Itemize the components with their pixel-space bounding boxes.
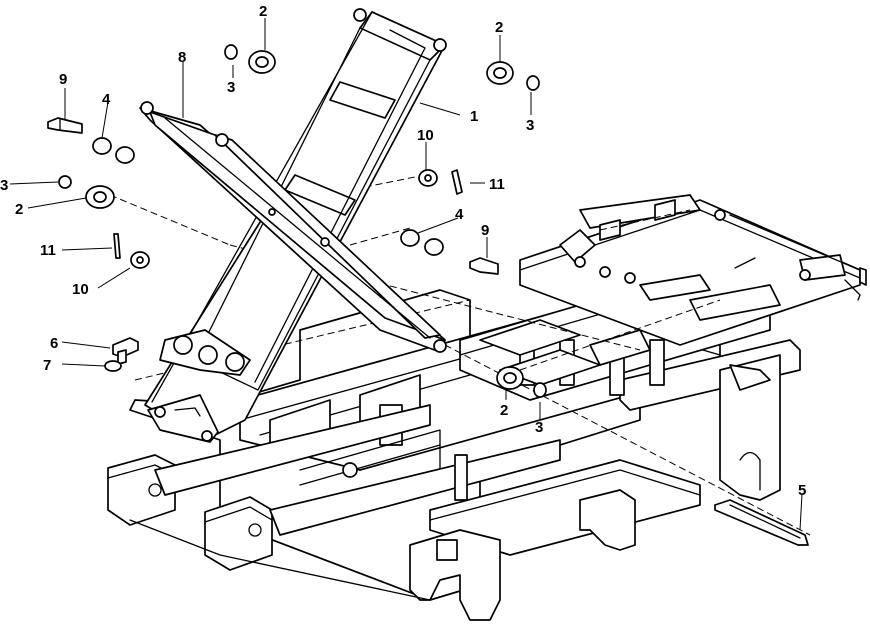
callout-7: 7 xyxy=(43,357,51,374)
bolt-9-right xyxy=(469,257,499,275)
callout-3-lower-right: 3 xyxy=(535,419,543,436)
bolt-6 xyxy=(112,337,139,365)
callout-9-left: 9 xyxy=(59,71,67,88)
washer-10-left xyxy=(130,251,150,269)
callout-4-left: 4 xyxy=(102,91,111,108)
callout-2-top-left: 2 xyxy=(259,3,267,20)
callout-2-top-right: 2 xyxy=(495,19,503,36)
ring-3-top-left xyxy=(224,44,238,60)
callout-8: 8 xyxy=(178,49,186,66)
callout-1: 1 xyxy=(470,108,478,125)
ring-3-lower-right xyxy=(533,382,547,398)
callout-2-left: 2 xyxy=(15,201,23,218)
bolt-9-left xyxy=(47,117,83,134)
main-frame xyxy=(107,194,867,621)
leader-lines xyxy=(9,18,803,531)
lift-arm-8 xyxy=(139,101,447,353)
pin-11-left xyxy=(113,233,121,259)
callout-6: 6 xyxy=(50,335,58,352)
callout-2-lower-right: 2 xyxy=(500,402,508,419)
callout-5: 5 xyxy=(798,482,806,499)
washer-10-right xyxy=(418,169,438,187)
callout-3-left: 3 xyxy=(0,177,8,194)
callout-4-right: 4 xyxy=(455,206,464,223)
callout-11-left: 11 xyxy=(40,242,56,259)
ring-3-top-right xyxy=(526,75,540,91)
callout-3-top-left: 3 xyxy=(227,79,235,96)
bushings-4-right xyxy=(400,229,444,256)
bushing-2-lower-right xyxy=(496,366,524,390)
callout-11-right: 11 xyxy=(489,176,505,193)
bushing-2-top-left xyxy=(248,50,276,74)
bushing-2-top-right xyxy=(486,61,514,85)
bushing-2-left xyxy=(85,185,115,209)
ring-3-left xyxy=(58,175,72,189)
pin-11-right xyxy=(451,169,463,195)
callout-3-top-right: 3 xyxy=(526,117,534,134)
callout-labels: 1 2 2 2 2 3 3 3 3 4 4 5 6 7 8 9 9 10 10 … xyxy=(0,3,806,499)
callout-9-right: 9 xyxy=(481,222,489,239)
callout-10-left: 10 xyxy=(72,281,89,298)
long-pin-5 xyxy=(714,499,809,546)
bushings-4-left xyxy=(92,137,135,164)
callout-10-right: 10 xyxy=(417,127,434,144)
nut-7 xyxy=(104,360,122,372)
